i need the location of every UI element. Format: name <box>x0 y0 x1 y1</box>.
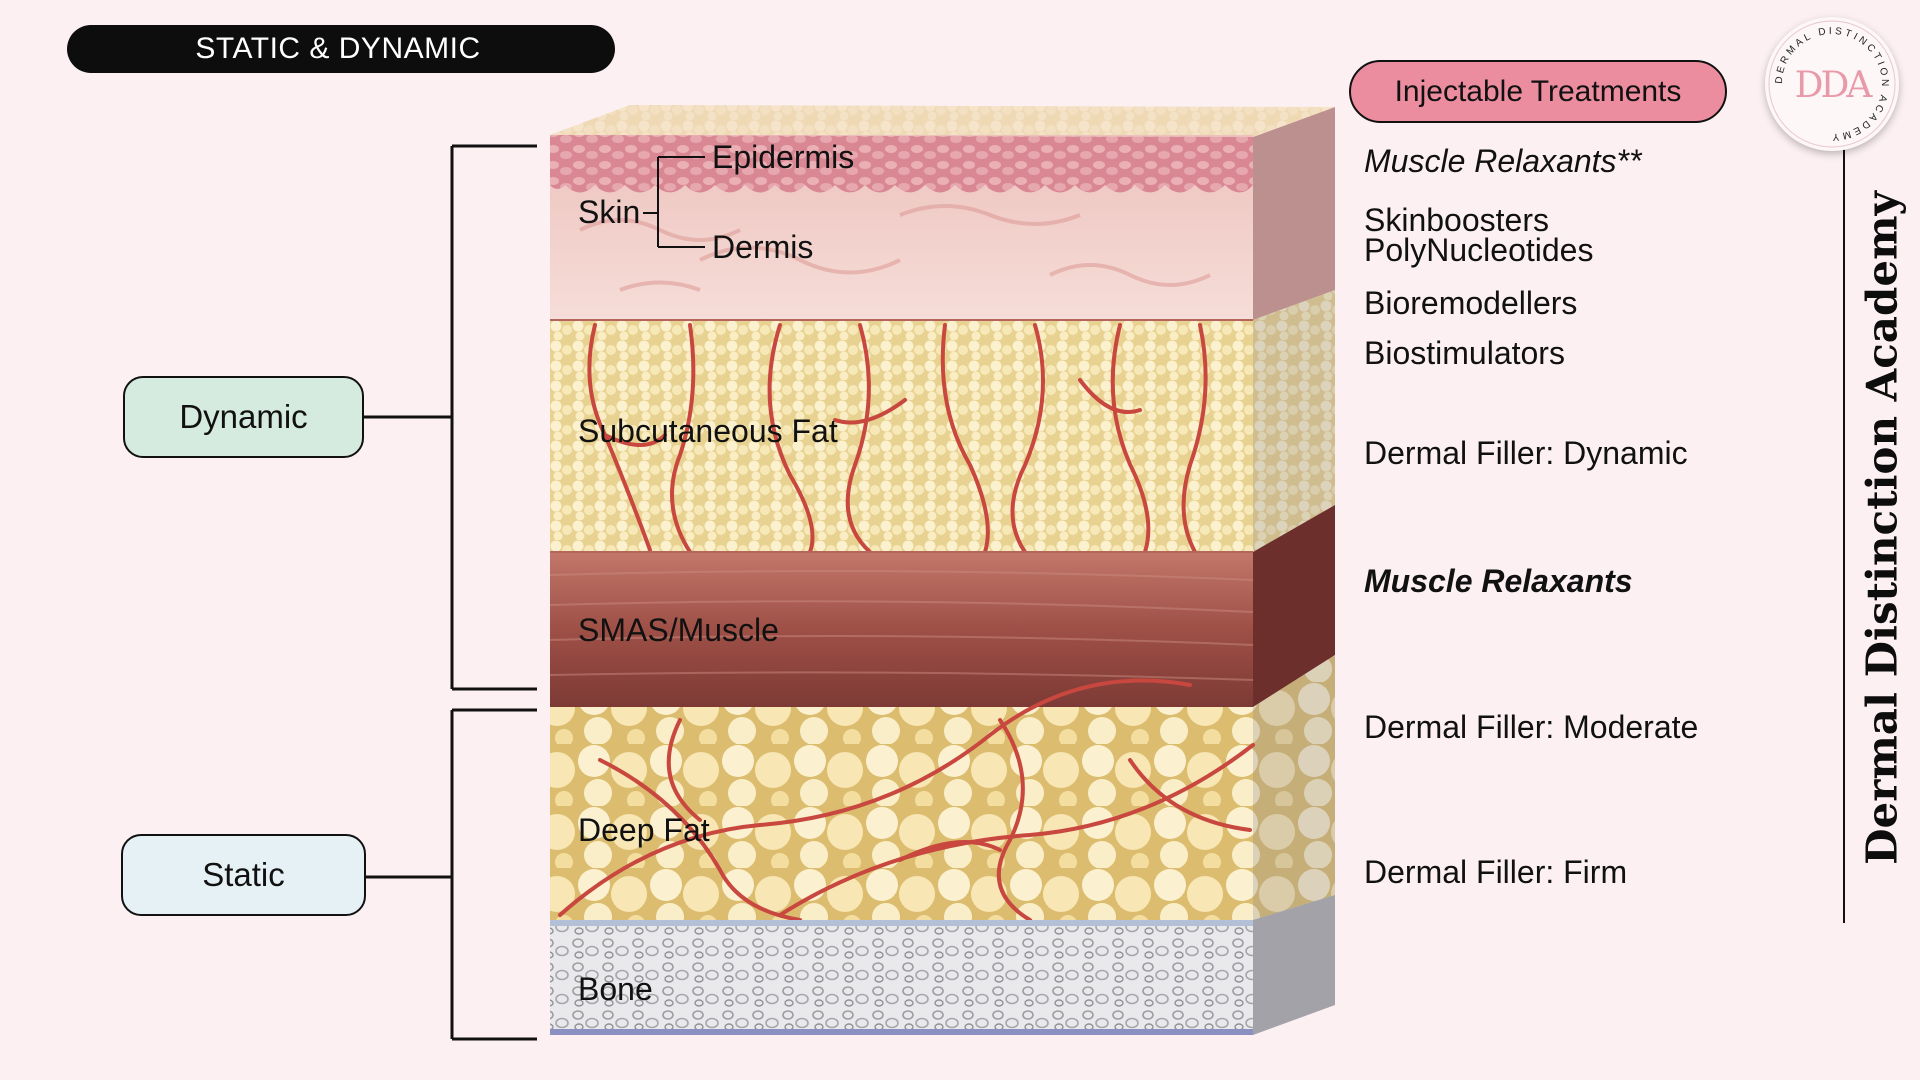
subcutaneous-fat-layer <box>550 320 1253 552</box>
label-skin: Skin <box>578 194 641 230</box>
treatment-muscle-relaxants-asterisk: Muscle Relaxants** <box>1364 143 1642 179</box>
deep-fat-vessels <box>558 678 1255 922</box>
label-epidermis: Epidermis <box>712 139 855 175</box>
deep-fat-layer <box>550 707 1253 920</box>
page-title: STATIC & DYNAMIC <box>195 32 481 65</box>
label-bone: Bone <box>578 971 653 1007</box>
layer-boundaries <box>550 319 1253 553</box>
label-subcutaneous-fat: Subcutaneous Fat <box>578 413 838 449</box>
brand-name: Dermal Distinction Academy <box>1857 191 1907 865</box>
label-dermis: Dermis <box>712 229 814 265</box>
seal-monogram: DDA <box>1794 65 1873 106</box>
static-label: Static <box>202 856 285 893</box>
treatment-skinboosters: Skinboosters <box>1364 202 1549 238</box>
treatment-bioremodellers: Bioremodellers <box>1364 285 1578 321</box>
header-pill: STATIC & DYNAMIC <box>67 25 615 73</box>
top-face-texture <box>550 105 1335 137</box>
dynamic-box: Dynamic <box>123 376 364 458</box>
muscle-fibers <box>549 570 1254 681</box>
right-face-deepfat <box>1253 655 1335 920</box>
label-deep-fat: Deep Fat <box>578 812 710 848</box>
bone-layer <box>550 920 1253 1035</box>
seal-ring-svg: DERMAL DISTINCTION ACADEMY <box>1768 20 1896 148</box>
right-face-subfat <box>1253 290 1335 552</box>
epidermis-layer <box>550 135 1253 193</box>
bone-periosteum-bottom <box>550 1029 1253 1035</box>
right-face-shade <box>1253 107 1335 1035</box>
treatment-polynucleotides: PolyNucleotides <box>1364 232 1594 268</box>
right-face-skin <box>1253 107 1335 320</box>
label-smas-muscle: SMAS/Muscle <box>578 612 779 648</box>
static-box: Static <box>121 834 366 916</box>
injectable-treatments-heading: Injectable Treatments <box>1349 60 1727 123</box>
bone-periosteum-top <box>550 920 1253 926</box>
right-face-bone <box>1253 895 1335 1035</box>
skin-bracket <box>643 156 705 248</box>
academy-seal-logo: DERMAL DISTINCTION ACADEMY DDA <box>1765 17 1899 151</box>
dynamic-bracket <box>364 144 537 691</box>
treatment-muscle-relaxants: Muscle Relaxants <box>1364 563 1633 599</box>
brand-divider <box>1843 148 1845 923</box>
dermis-texture <box>579 204 1211 292</box>
right-face-muscle <box>1253 505 1335 707</box>
injectable-treatments-label: Injectable Treatments <box>1394 74 1682 108</box>
static-bracket <box>366 708 537 1041</box>
treatment-dermal-filler-moderate: Dermal Filler: Moderate <box>1364 709 1699 745</box>
treatment-dermal-filler-dynamic: Dermal Filler: Dynamic <box>1364 435 1688 471</box>
treatment-dermal-filler-firm: Dermal Filler: Firm <box>1364 854 1628 890</box>
treatment-biostimulators: Biostimulators <box>1364 335 1565 371</box>
dynamic-label: Dynamic <box>179 398 308 435</box>
subfat-vessels <box>587 323 1208 554</box>
